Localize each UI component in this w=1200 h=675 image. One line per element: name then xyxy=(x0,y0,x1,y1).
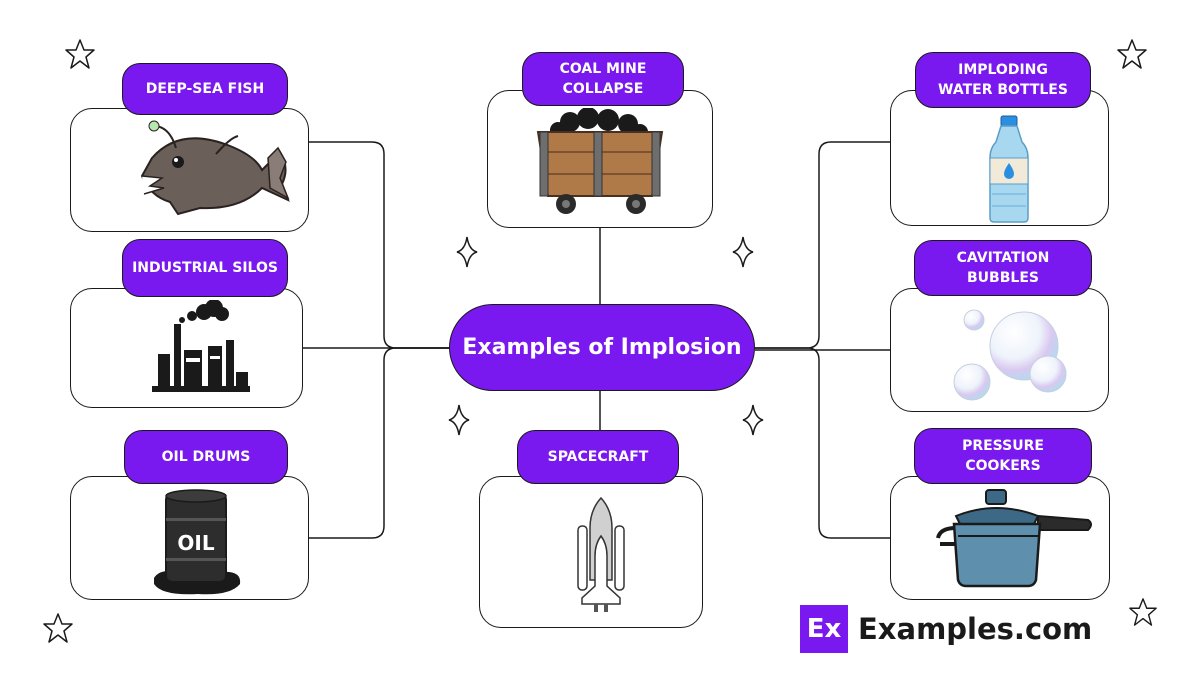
pressure-cooker-icon xyxy=(936,489,1092,588)
central-topic: Examples of Implosion xyxy=(449,304,755,391)
star-icon xyxy=(1129,598,1157,626)
label-spacecraft: SPACECRAFT xyxy=(517,430,679,484)
label-pressure-cookers: PRESSURE COOKERS xyxy=(914,428,1092,484)
sparkle-icon xyxy=(742,404,764,436)
oil-drum-icon: OIL xyxy=(154,489,241,595)
brand-badge: Ex xyxy=(800,605,848,653)
svg-text:OIL: OIL xyxy=(177,531,214,555)
sparkle-icon xyxy=(456,236,478,268)
label-deep-sea-fish: DEEP-SEA FISH xyxy=(122,63,288,115)
label-imploding-water-bottles: IMPLODING WATER BOTTLES xyxy=(915,52,1091,108)
star-icon xyxy=(65,39,95,69)
water-bottle-icon xyxy=(989,115,1029,223)
label-oil-drums: OIL DRUMS xyxy=(124,430,288,484)
factory-silos-icon xyxy=(152,300,250,392)
star-icon xyxy=(43,613,73,643)
bubbles-icon xyxy=(953,309,1067,401)
sparkle-icon xyxy=(448,404,470,436)
space-shuttle-icon xyxy=(577,496,625,612)
sparkle-icon xyxy=(732,236,754,268)
label-industrial-silos: INDUSTRIAL SILOS xyxy=(122,239,288,297)
brand-logo[interactable]: Ex Examples.com xyxy=(800,604,1092,654)
brand-name: Examples.com xyxy=(858,612,1093,646)
label-cavitation-bubbles: CAVITATION BUBBLES xyxy=(914,240,1092,296)
mine-cart-icon xyxy=(536,108,664,214)
label-coal-mine-collapse: COAL MINE COLLAPSE xyxy=(522,52,684,106)
star-icon xyxy=(1117,39,1147,69)
anglerfish-icon xyxy=(140,120,290,216)
